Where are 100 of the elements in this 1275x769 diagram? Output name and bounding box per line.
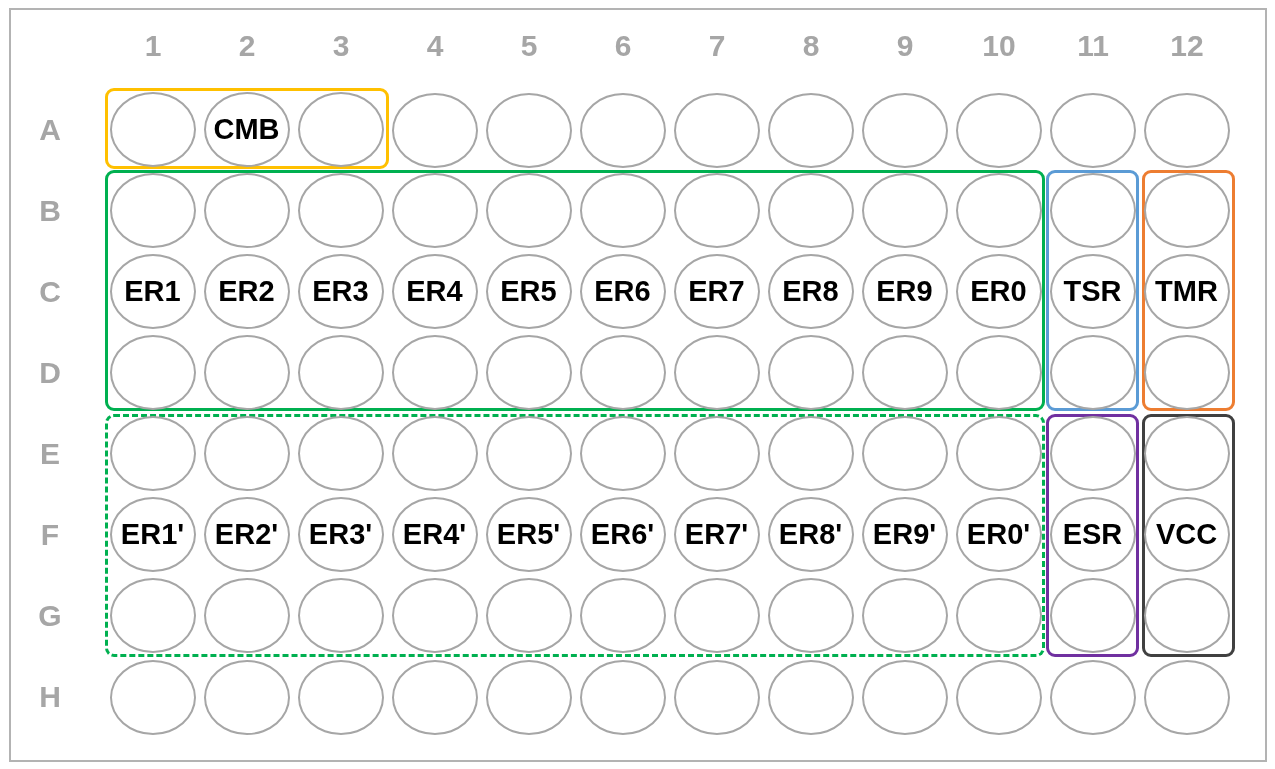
well-label: ER4: [406, 277, 463, 306]
well: [109, 92, 196, 167]
well-label: TMR: [1155, 277, 1218, 306]
well: [861, 254, 948, 329]
well: [1143, 173, 1230, 248]
column-number: 4: [426, 31, 444, 61]
well: [1049, 254, 1136, 329]
well: [956, 92, 1042, 168]
well: [1049, 335, 1136, 410]
well: [485, 173, 572, 248]
well: [1050, 92, 1136, 168]
well: [203, 497, 290, 572]
well: [767, 173, 854, 248]
well: [1143, 254, 1230, 329]
well: [109, 416, 196, 491]
well-label: CMB: [213, 115, 280, 144]
well: [1049, 173, 1136, 248]
group-frame: [1142, 170, 1235, 411]
well: [391, 578, 478, 653]
well: [485, 497, 572, 572]
well: [579, 578, 666, 653]
column-number: 5: [520, 31, 538, 61]
column-number: 3: [332, 31, 350, 61]
row-letter: A: [39, 115, 61, 145]
well: [109, 254, 196, 329]
group-frame: [1046, 170, 1139, 411]
well: [673, 497, 760, 572]
well: [673, 173, 760, 248]
well: [767, 335, 854, 410]
column-number: 11: [1077, 31, 1109, 61]
well: [485, 416, 572, 491]
well: [580, 659, 666, 735]
well-label: ER8: [782, 277, 839, 306]
well: [955, 416, 1042, 491]
well: [673, 254, 760, 329]
well-label: VCC: [1155, 520, 1218, 549]
well: [768, 659, 854, 735]
well-label: ER8': [778, 520, 843, 549]
well: [955, 173, 1042, 248]
well: [392, 659, 478, 735]
well: [204, 659, 290, 735]
well: [579, 416, 666, 491]
well: [673, 578, 760, 653]
well: [110, 659, 196, 735]
well: [1143, 335, 1230, 410]
well: [861, 416, 948, 491]
well: [297, 254, 384, 329]
column-number: 9: [896, 31, 914, 61]
well: [297, 416, 384, 491]
well: [861, 335, 948, 410]
well-label: ER2': [214, 520, 279, 549]
column-number: 6: [614, 31, 632, 61]
column-number: 10: [982, 31, 1016, 61]
well: [297, 92, 384, 167]
well: [767, 497, 854, 572]
well: [956, 659, 1042, 735]
well: [391, 173, 478, 248]
well: [391, 416, 478, 491]
well: [297, 578, 384, 653]
well: [109, 335, 196, 410]
group-frame: [1046, 414, 1139, 657]
column-number: 7: [708, 31, 726, 61]
well: [1049, 416, 1136, 491]
well: [391, 497, 478, 572]
well-label: ESR: [1062, 520, 1123, 549]
well: [579, 497, 666, 572]
well: [674, 92, 760, 168]
well: [1144, 92, 1230, 168]
well: [203, 578, 290, 653]
well: [1143, 416, 1230, 491]
well: [297, 173, 384, 248]
well: [297, 335, 384, 410]
well: [203, 335, 290, 410]
well: [955, 497, 1042, 572]
well: [297, 497, 384, 572]
well: [203, 254, 290, 329]
group-frame: [1142, 414, 1235, 657]
column-number: 8: [802, 31, 820, 61]
well-label: ER9': [872, 520, 937, 549]
well: [485, 335, 572, 410]
well: [674, 659, 760, 735]
well: [1050, 659, 1136, 735]
well: [767, 416, 854, 491]
well: [109, 578, 196, 653]
well-label: ER7': [684, 520, 749, 549]
well: [955, 335, 1042, 410]
well-label: ER1: [124, 277, 181, 306]
well: [580, 92, 666, 168]
row-letter: D: [39, 358, 61, 388]
well-label: ER9: [876, 277, 933, 306]
row-letter: H: [39, 682, 61, 712]
well: [203, 416, 290, 491]
well: [767, 578, 854, 653]
well: [203, 173, 290, 248]
well: [1143, 497, 1230, 572]
well: [673, 335, 760, 410]
well: [485, 254, 572, 329]
well: [391, 254, 478, 329]
well: [673, 416, 760, 491]
row-letter: F: [40, 520, 60, 550]
